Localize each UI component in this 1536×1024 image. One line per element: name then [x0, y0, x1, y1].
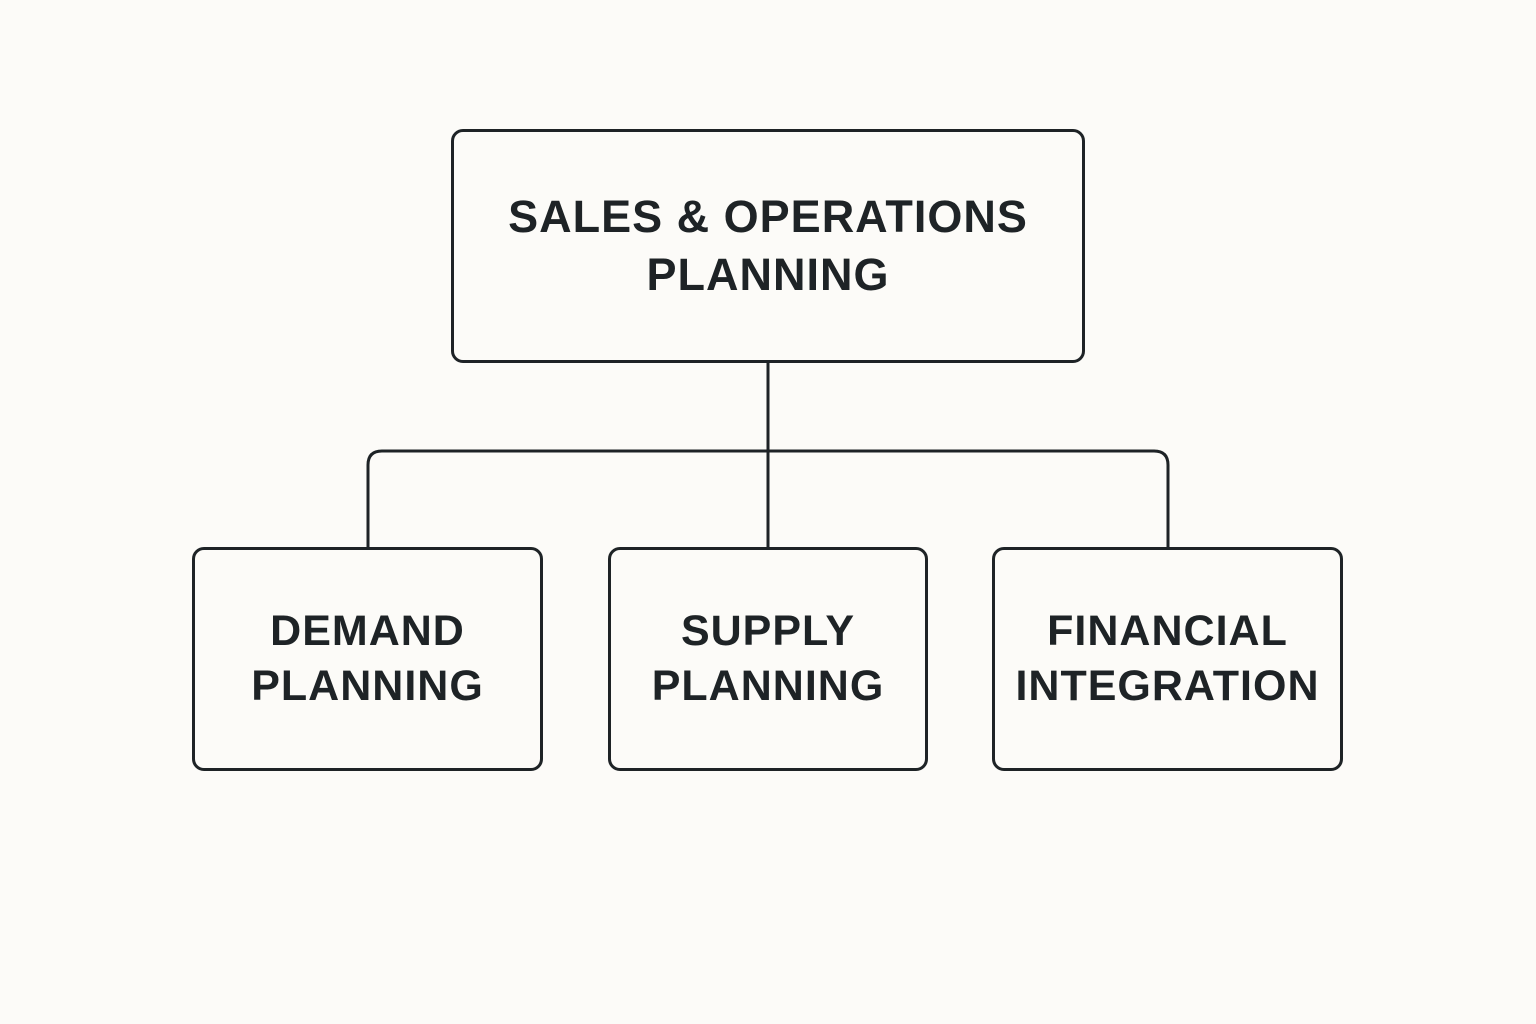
demand-planning-label-line-1: DEMAND — [270, 607, 465, 655]
child-node-demand-planning: DEMAND PLANNING — [192, 547, 543, 771]
financial-integration-label-line-2: INTEGRATION — [1015, 662, 1320, 710]
demand-planning-text: DEMAND PLANNING — [251, 604, 484, 714]
child-node-supply-planning: SUPPLY PLANNING — [608, 547, 928, 771]
root-node-text: SALES & OPERATIONS PLANNING — [508, 188, 1028, 304]
child-node-financial-integration: FINANCIAL INTEGRATION — [992, 547, 1343, 771]
supply-planning-text: SUPPLY PLANNING — [652, 604, 885, 714]
demand-planning-label-line-2: PLANNING — [251, 662, 484, 710]
supply-planning-label-line-1: SUPPLY — [680, 607, 856, 655]
financial-integration-label-line-1: FINANCIAL — [1047, 607, 1288, 655]
root-node-sales-operations-planning: SALES & OPERATIONS PLANNING — [451, 129, 1085, 363]
root-node-label-line-2: PLANNING — [646, 249, 890, 300]
root-node-label-line-1: SALES & OPERATIONS — [508, 191, 1028, 242]
financial-integration-text: FINANCIAL INTEGRATION — [1015, 604, 1319, 714]
supply-planning-label-line-2: PLANNING — [651, 662, 885, 710]
